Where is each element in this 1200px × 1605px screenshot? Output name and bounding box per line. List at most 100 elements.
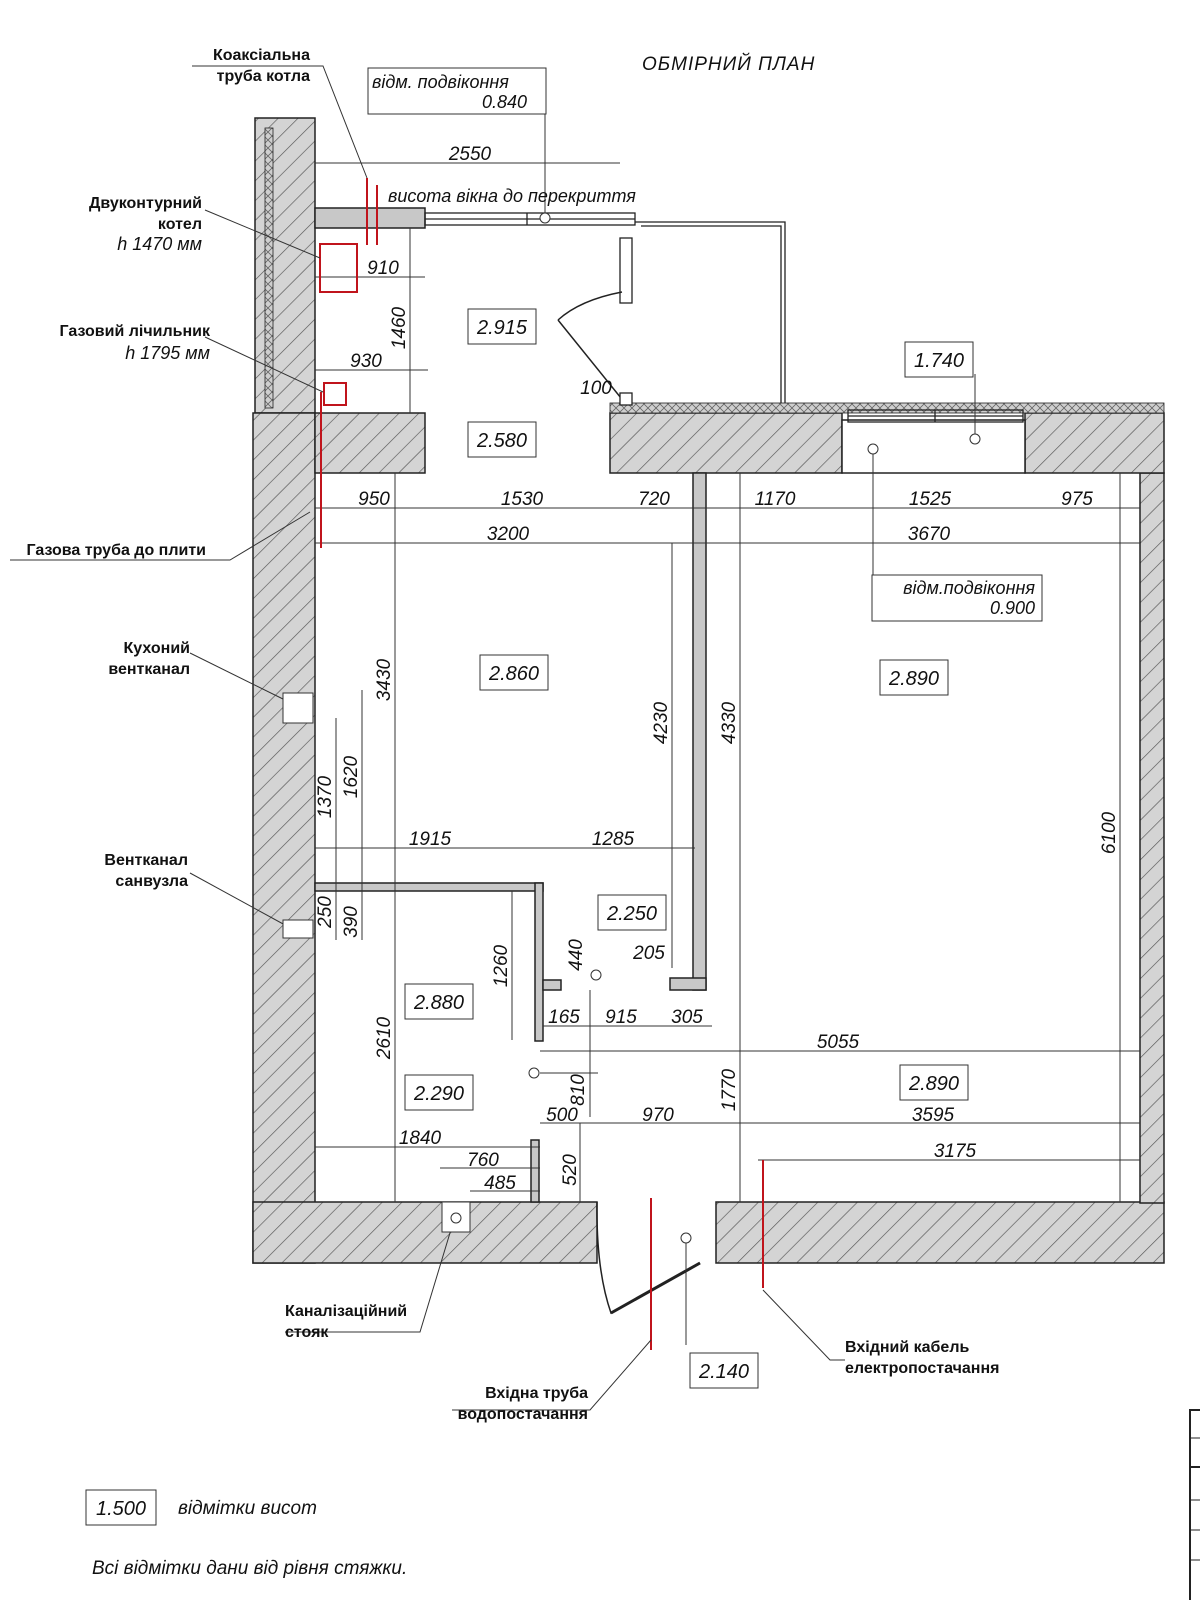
dim-485: 485 (484, 1173, 516, 1194)
label-water-2: водопостачання (458, 1406, 588, 1423)
title-block-fragment (1189, 1409, 1200, 1605)
label-kitchen-vent-2: вентканал (108, 661, 190, 678)
dim-165: 165 (548, 1007, 580, 1028)
wall-top-boiler (314, 207, 426, 229)
wall-left-upper-insulation (264, 127, 274, 409)
footnote: Всі відмітки дани від рівня стяжки. (92, 1558, 407, 1579)
elevation-kitchen-niche: 2.580 (476, 430, 527, 452)
elevation-living: 2.890 (888, 668, 939, 690)
dim-1915: 1915 (409, 829, 452, 850)
label-boiler-1: Двуконтурний (89, 195, 202, 212)
dim-3430: 3430 (374, 658, 395, 701)
dim-910: 910 (367, 258, 399, 279)
dim-975: 975 (1061, 489, 1093, 510)
partition-kitchen-living-foot (669, 977, 707, 991)
elevation-balcony: 2.915 (476, 317, 528, 339)
kitchen-vent-channel (282, 692, 314, 724)
elevation-corridor: 2.250 (606, 903, 657, 925)
dim-4230: 4230 (651, 701, 672, 744)
dim-6100: 6100 (1099, 811, 1120, 854)
elevation-bathroom: 2.880 (413, 992, 464, 1014)
dim-390: 390 (341, 906, 362, 938)
windows (424, 212, 1024, 1315)
dim-205: 205 (632, 943, 665, 964)
dim-1260: 1260 (491, 944, 512, 987)
entrance-door (596, 1201, 701, 1315)
dim-720: 720 (638, 489, 670, 510)
dimension-lines (315, 162, 1140, 1202)
partition-bath-stub (542, 979, 562, 991)
label-boiler-3: h 1470 мм (117, 234, 202, 254)
dim-930: 930 (350, 351, 382, 372)
dim-520: 520 (560, 1154, 581, 1186)
elevation-kitchen: 2.860 (488, 663, 539, 685)
boiler-marker (319, 243, 358, 293)
dim-3175: 3175 (934, 1141, 977, 1162)
partition-bath-right (534, 882, 544, 1042)
dim-2550: 2550 (448, 144, 492, 165)
walls (252, 117, 1165, 1264)
dim-970: 970 (642, 1105, 674, 1126)
dim-3200: 3200 (487, 524, 530, 545)
dim-810: 810 (568, 1074, 589, 1106)
elevation-boxes (85, 67, 1043, 1526)
sill-1-label: відм. подвіконня (372, 72, 509, 92)
dim-305: 305 (671, 1007, 703, 1028)
window-height-note: висота вікна до перекриття (388, 186, 636, 206)
wall-kitchen-stub (314, 412, 426, 474)
partition-bath-lower (530, 1139, 540, 1203)
balcony-door (557, 291, 626, 404)
dim-1370: 1370 (315, 775, 336, 818)
dim-1530: 1530 (501, 489, 544, 510)
label-coax-1: Коаксіальна (213, 47, 310, 64)
dim-760: 760 (467, 1150, 499, 1171)
gas-meter-marker (323, 382, 347, 406)
label-sewer-2: стояк (285, 1324, 329, 1341)
legend-text: відмітки висот (178, 1498, 317, 1519)
sill-2-value: 0.900 (990, 598, 1035, 618)
wall-bottom-right (715, 1201, 1165, 1264)
dim-3595: 3595 (912, 1105, 955, 1126)
leader-lines (10, 65, 976, 1411)
dim-1285: 1285 (592, 829, 635, 850)
dim-440: 440 (566, 939, 587, 971)
wall-top-insulation (609, 402, 1165, 414)
dim-250: 250 (315, 896, 336, 929)
wall-top-right-block (1024, 412, 1165, 474)
dim-1840: 1840 (399, 1128, 442, 1149)
markers (282, 212, 981, 1244)
bath-vent-channel (282, 919, 314, 939)
wall-right (1139, 472, 1165, 1204)
dim-1770: 1770 (719, 1068, 740, 1111)
legend-sample: 1.500 (96, 1498, 146, 1520)
dim-1170: 1170 (755, 489, 796, 510)
wall-top-left-block (609, 412, 843, 474)
balcony-outline (635, 221, 786, 403)
label-gasmeter-2: h 1795 мм (125, 343, 210, 363)
dim-1620: 1620 (341, 755, 362, 798)
label-water-1: Вхідна труба (485, 1385, 588, 1402)
utility-lines (319, 178, 764, 1350)
label-bath-vent-2: санвузла (115, 873, 188, 890)
label-kitchen-vent-1: Кухоний (124, 640, 190, 657)
dim-1460: 1460 (389, 306, 410, 349)
label-cable-1: Вхідний кабель (845, 1339, 969, 1356)
partition-kitchen-living (692, 472, 707, 991)
dim-2610: 2610 (374, 1016, 395, 1060)
wall-left-upper (254, 117, 316, 414)
dim-4330: 4330 (719, 701, 740, 744)
elevation-entrance: 2.140 (698, 1361, 749, 1383)
elevation-window-living: 1.740 (914, 350, 964, 372)
dim-100: 100 (580, 378, 612, 399)
label-boiler-2: котел (158, 216, 202, 233)
label-gasmeter-1: Газовий лічильник (60, 323, 211, 340)
partition-bath-top (314, 882, 544, 892)
elevation-bathroom-2: 2.290 (413, 1083, 464, 1105)
dim-500: 500 (546, 1105, 578, 1126)
dim-5055: 5055 (817, 1032, 860, 1053)
sill-1-value: 0.840 (482, 92, 527, 112)
dim-915: 915 (605, 1007, 637, 1028)
dim-3670: 3670 (908, 524, 951, 545)
label-coax-2: труба котла (217, 68, 310, 85)
